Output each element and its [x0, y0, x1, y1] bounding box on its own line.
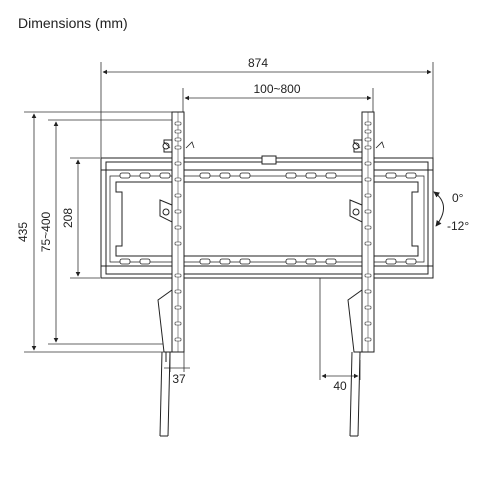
dimension-lines [24, 62, 434, 380]
diagram-title: Dimensions (mm) [18, 15, 128, 31]
wall-plate-slots [119, 172, 417, 265]
tilt-lower-label: -12° [447, 219, 469, 233]
tilt-indicator: 0° -12° [433, 191, 469, 233]
wall-plate [100, 155, 434, 279]
depth-min-label: 37 [172, 372, 186, 386]
vesa-vertical-label: 75~400 [39, 211, 53, 252]
left-arm-holes [174, 121, 182, 342]
depth-max-label: 40 [333, 379, 347, 393]
overall-width-label: 874 [248, 56, 268, 70]
right-arm-holes [364, 121, 372, 342]
tilt-upper-label: 0° [452, 191, 464, 205]
tilt-arc-icon [433, 191, 444, 227]
vesa-horizontal-label: 100~800 [253, 82, 300, 96]
plate-height-label: 208 [61, 208, 75, 228]
overall-height-label: 435 [16, 222, 30, 242]
arm-hooks [163, 141, 385, 149]
